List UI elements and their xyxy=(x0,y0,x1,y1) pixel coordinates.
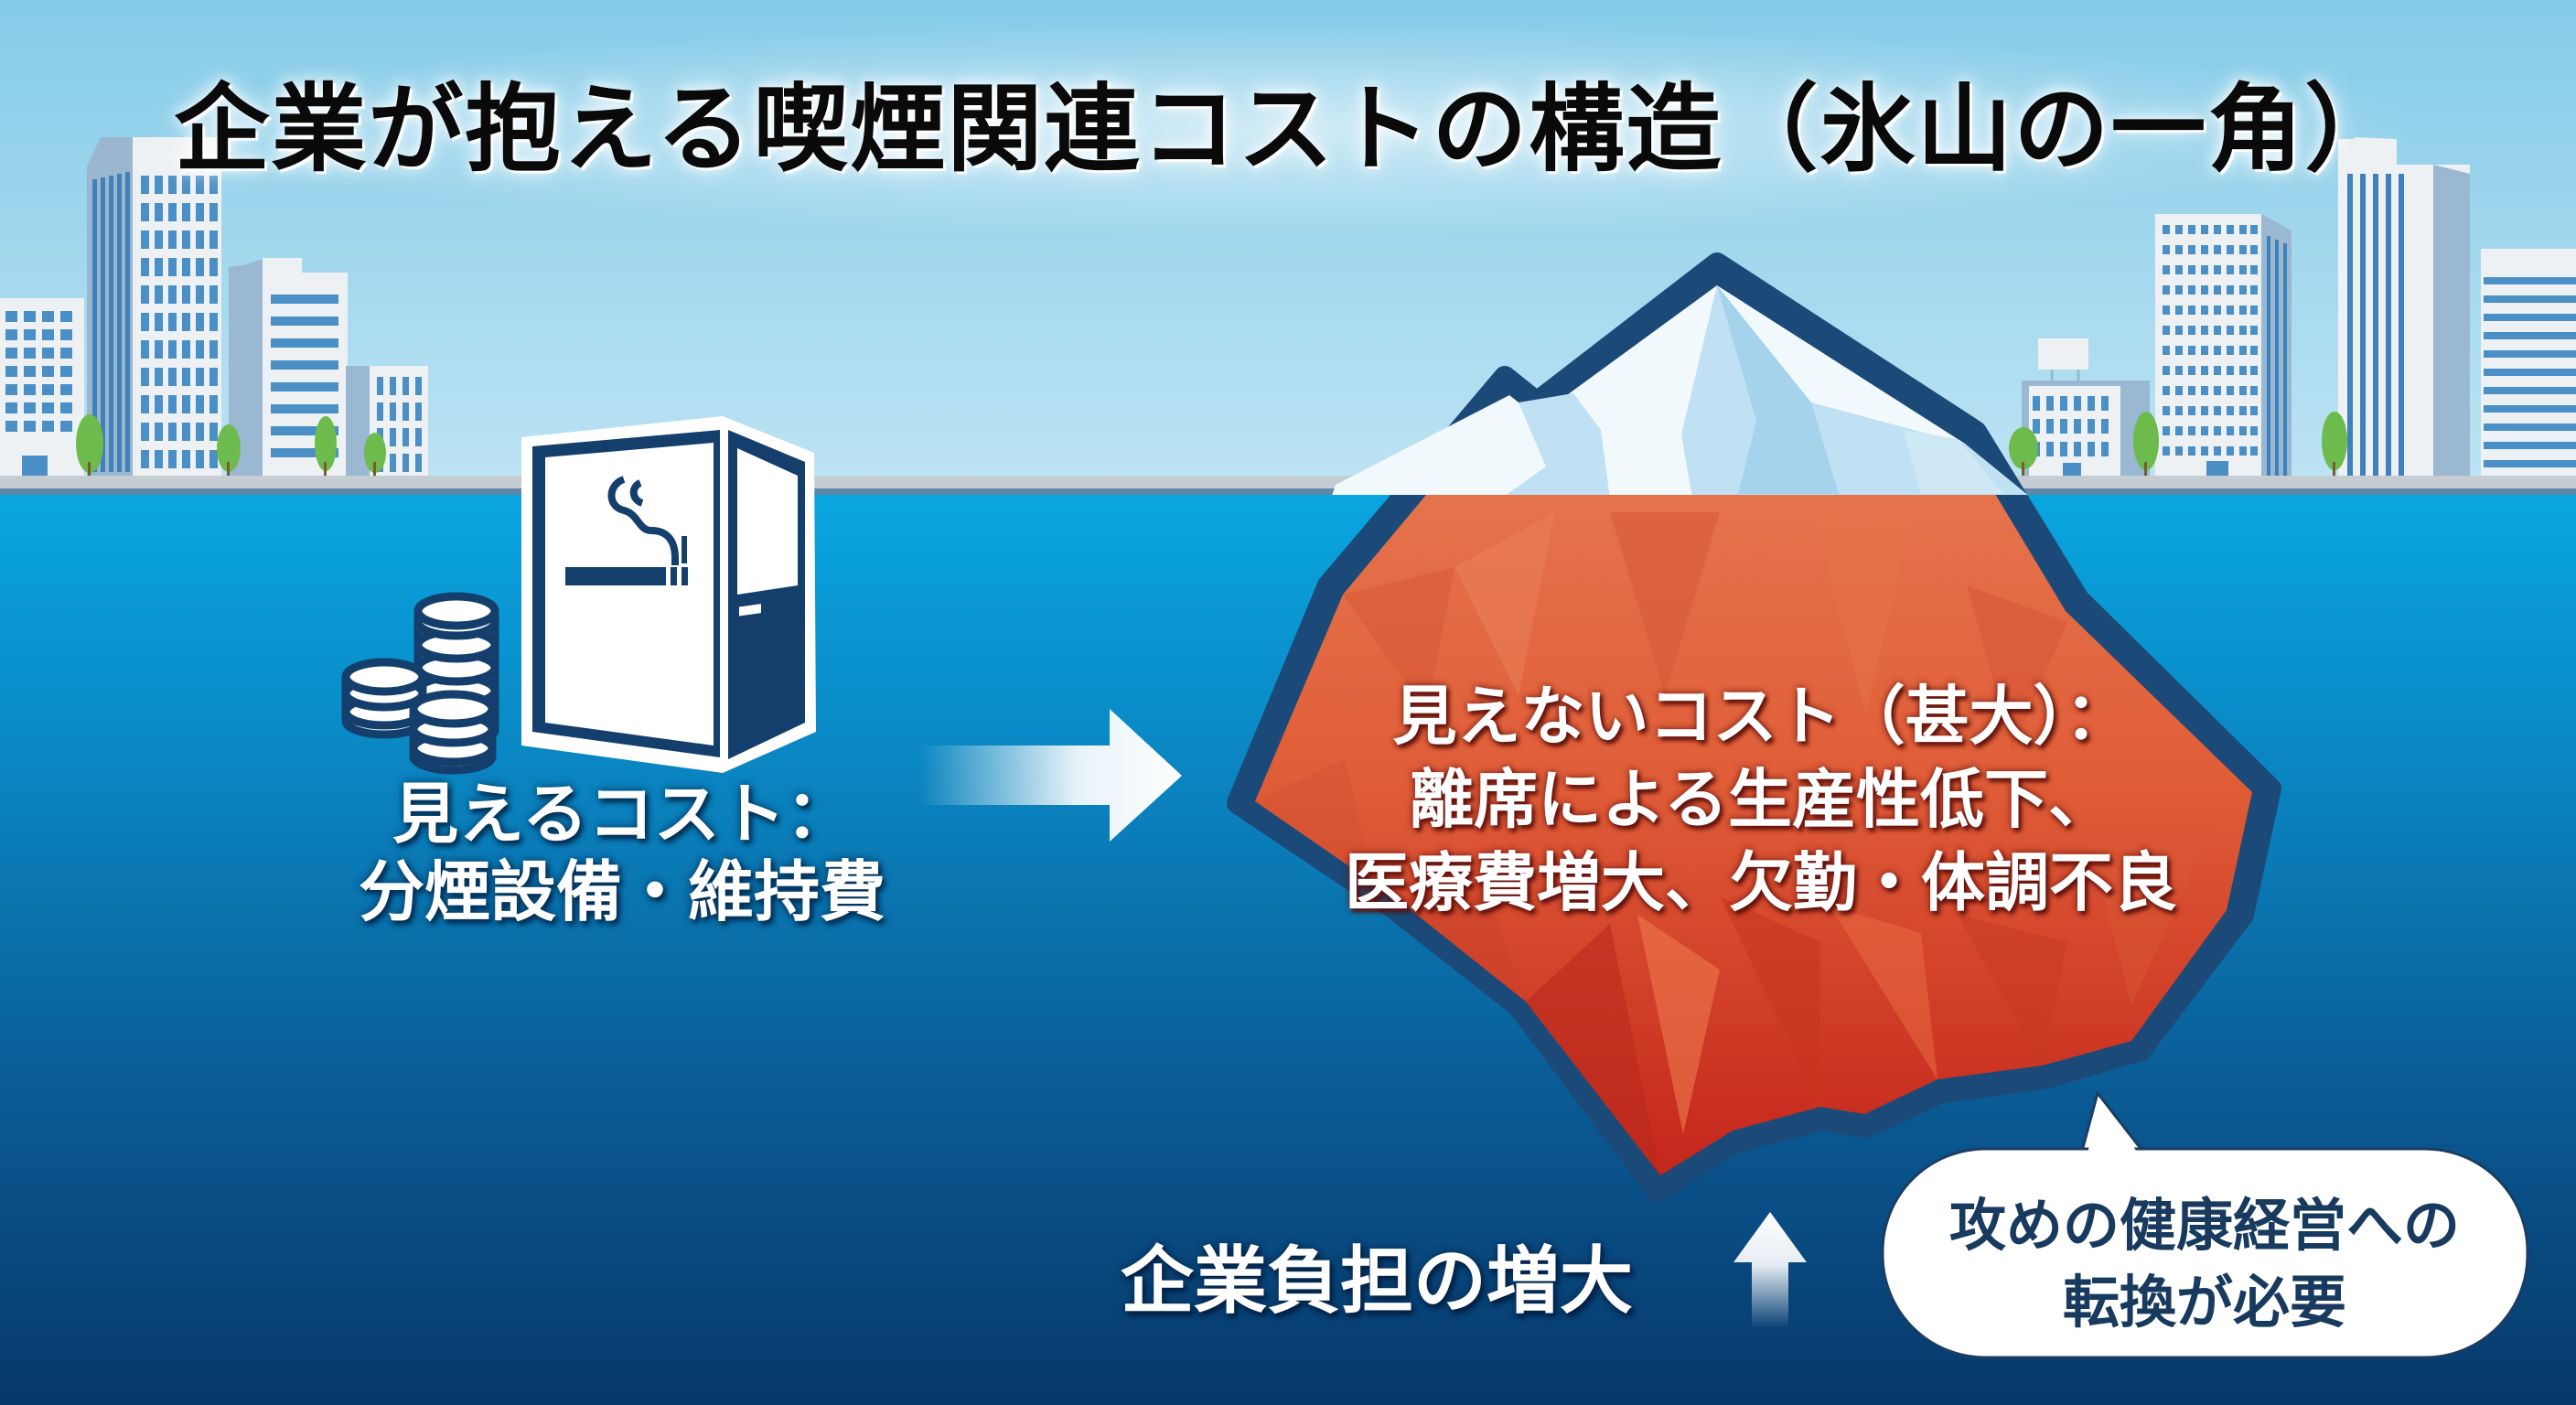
page-title: 企業が抱える喫煙関連コストの構造（氷山の一角） xyxy=(174,73,2402,185)
visible-cost-detail: 分煙設備・維持費 xyxy=(358,853,886,930)
visible-cost-label: 見えるコスト： 分煙設備・維持費 xyxy=(338,776,906,931)
tree-icon xyxy=(76,414,386,477)
visible-cost-heading: 見えるコスト： xyxy=(392,776,852,853)
hidden-cost-heading: 見えないコスト（甚大）： xyxy=(1392,679,2130,754)
right-city-skyline xyxy=(2009,137,2576,477)
hidden-cost-detail-2: 医療費増大、欠勤・体調不良 xyxy=(1345,845,2177,920)
arrow-up-icon xyxy=(1733,1212,1807,1328)
smoking-booth-icon xyxy=(521,416,816,773)
callout-text: 攻めの健康経営への 転換が必要 xyxy=(1884,1187,2525,1340)
callout-line-1: 攻めの健康経営への xyxy=(1948,1192,2460,1259)
callout-line-2: 転換が必要 xyxy=(2062,1268,2346,1335)
hidden-cost-label: 見えないコスト（甚大）： 離席による生産性低下、 医療費増大、欠勤・体調不良 xyxy=(1317,675,2205,925)
hidden-cost-detail-1: 離席による生産性低下、 xyxy=(1410,762,2112,837)
tree-icon xyxy=(2009,412,2347,477)
speech-bubble xyxy=(1881,1089,2529,1359)
left-city-skyline xyxy=(0,137,428,477)
arrow-right-icon xyxy=(919,709,1182,842)
iceberg xyxy=(1227,252,2281,1202)
coin-stack-icon xyxy=(341,592,499,775)
burden-increase-label: 企業負担の増大 xyxy=(1121,1239,1633,1324)
